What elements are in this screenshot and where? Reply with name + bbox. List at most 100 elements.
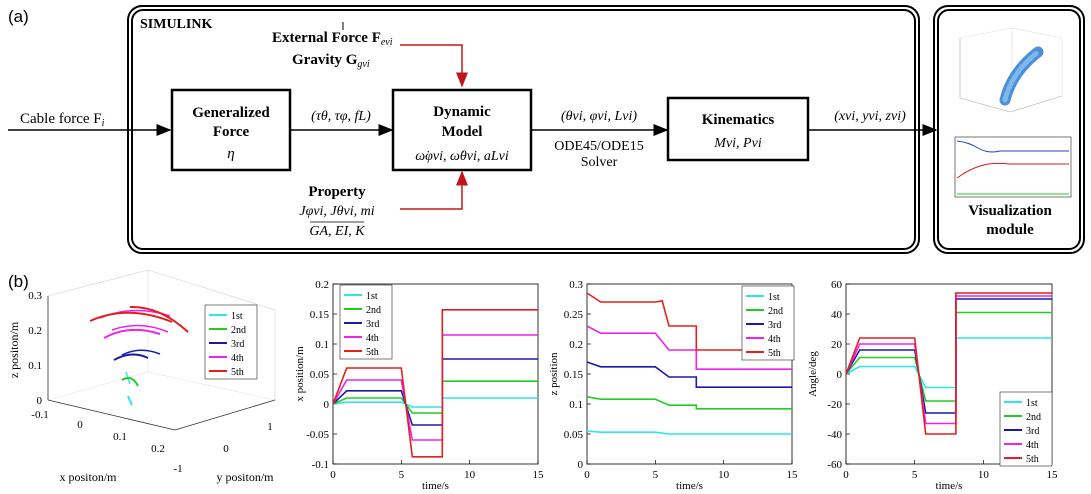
dynamic-model-block [391,88,533,172]
angle-ytick-label-2: -20 [827,399,842,411]
zpos-series-1st [586,430,792,435]
zpos-ytick-label-4: 0.2 [569,339,583,351]
property-line1: Jφvi, Jθvi, mi [299,204,374,219]
simulink-label: SIMULINK [140,17,212,32]
xpos-xlabel: time/s [422,480,449,489]
y-axis-3d [174,399,276,431]
block2-title1: Dynamic [433,104,491,120]
z-tick-2: 0.2 [28,325,42,337]
panel-b-label: (b) [8,272,29,291]
zpos-ytick-label-6: 0.3 [569,279,583,291]
zpos-legend-label-5: 5th [768,348,781,359]
angle-ytick-label-4: 20 [831,339,843,351]
block1-title2: Force [213,124,250,140]
x-axis-3d [47,399,176,431]
y-tick-1: 0 [223,443,229,455]
angle-series-1st [845,337,1052,389]
property-title: Property [308,184,366,200]
chart3d-legend-label-3: 3rd [231,339,244,350]
y-tick-2: 1 [267,421,273,433]
curve-4th [103,328,161,339]
gravity-label: Gravity Ggvi [292,52,370,70]
vis-plot-thumbnail [954,136,1072,198]
solver-line1: ODE45/ODE15 [554,139,643,154]
y-tick-0: -1 [173,463,182,475]
angle-legend-label-3: 3rd [1026,426,1039,437]
angle-ytick-label-3: 0 [837,369,843,381]
external-force-label: External Force Fevi [272,30,393,48]
block1-symbol: η [227,146,234,162]
angle-xtick-label-1: 5 [912,469,918,481]
z-axis-label: z positon/m [7,321,21,378]
property-arrow [400,170,468,210]
curve-5th-b [129,305,189,333]
angle-ytick-label-5: 40 [831,309,843,321]
zpos-ytick-label-0: 0 [578,459,584,471]
zpos-xtick-label-3: 15 [787,469,799,481]
zpos-legend-label-4: 4th [768,334,781,345]
angle-xlabel: time/s [936,480,963,489]
zpos-series-2nd [586,396,792,410]
solver-line2: Solver [581,155,618,170]
curve-3rd-b [121,349,161,356]
xpos-xtick-label-0: 0 [330,469,336,481]
xpos-ytick-label-3: 0.05 [310,369,330,381]
block3-title: Kinematics [702,112,775,128]
xpos-ytick-label-2: 0 [324,399,330,411]
angle-legend-label-1: 1st [1026,398,1038,409]
x-tick-1: 0 [77,419,83,431]
vis-title2: module [986,222,1034,238]
z-tick-3: 0.3 [28,290,42,302]
z-tick-1: 0.1 [28,360,42,372]
xpos-legend-label-4: 4th [366,333,379,344]
zpos-series-4th [586,325,792,371]
curve-2nd [121,377,139,387]
zpos-xtick-label-2: 10 [718,469,730,481]
xpos-ytick-label-0: -0.1 [312,459,329,471]
angle-ylabel: Angle/deg [807,351,819,397]
xpos-ytick-label-1: -0.05 [306,429,329,441]
xpos-ylabel: x position/m [294,346,306,402]
xpos-ytick-label-6: 0.2 [315,279,329,291]
vis-title1: Visualization [968,203,1052,219]
zpos-legend-label-1: 1st [768,292,780,303]
xpos-series-2nd [332,380,538,414]
xpos-ytick-label-5: 0.15 [310,309,330,321]
xpos-series-1st [332,397,538,408]
zpos-series-5th [586,292,792,351]
angle-legend-label-5: 5th [1026,454,1039,465]
zpos-ytick-label-2: 0.1 [569,399,583,411]
xpos-xtick-label-1: 5 [399,469,405,481]
zpos-legend-label-3: 3rd [768,320,781,331]
angle-series-5th [845,292,1052,435]
property-line2: GA, EI, K [309,224,365,239]
xpos-series-3rd [332,358,538,426]
curve-3rd [113,353,149,361]
arrow1-label: (τθ, τφ, fL) [311,109,371,124]
zpos-ylabel: z position [548,352,560,396]
generalized-force-block [170,88,292,172]
chart-3d: 0 0.1 0.2 0.3 -0.1 0 0.1 0.2 -1 0 1 z po… [7,269,276,484]
xpos-ytick-label-4: 0.1 [315,339,329,351]
block1-title1: Generalized [192,105,270,121]
y-axis-label: y positon/m [216,470,274,484]
zpos-ytick-label-3: 0.15 [564,369,584,381]
xpos-legend-label-2: 2nd [366,305,381,316]
angle-xtick-label-2: 10 [978,469,990,481]
zpos-ytick-label-5: 0.25 [564,309,584,321]
arrow2-label: (θvi, φvi, Lvi) [561,109,637,124]
vis-frame-inner [937,9,1081,250]
input-label: Cable force Fi [20,111,105,129]
chart3d-legend-label-5: 5th [231,367,244,378]
xpos-xtick-label-2: 10 [464,469,476,481]
xpos-legend-label-1: 1st [366,291,378,302]
xpos-legend-label-5: 5th [366,347,379,358]
curve-5th [89,311,173,323]
x-tick-3: 0.2 [151,443,165,455]
angle-xtick-label-3: 15 [1047,469,1059,481]
panel-a-label: (a) [8,7,29,26]
